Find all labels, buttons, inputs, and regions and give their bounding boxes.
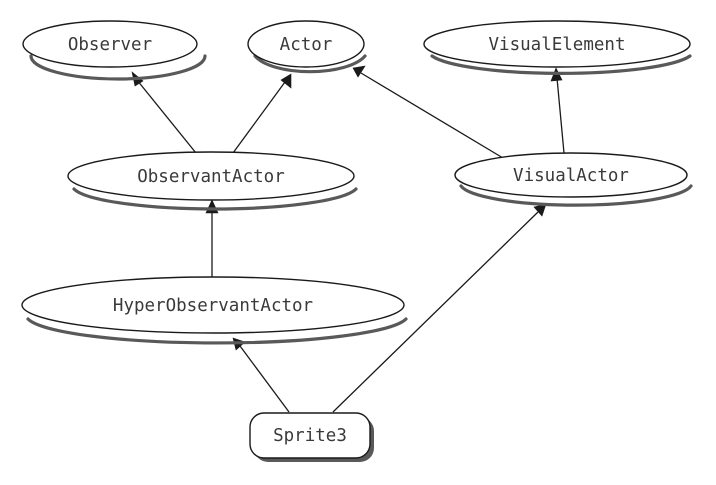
observantactor-shadow: [72, 187, 358, 211]
node-actor[interactable]: Actor: [247, 20, 367, 74]
edge-visualactor-to-actor: [352, 65, 504, 159]
node-visualactor[interactable]: VisualActor: [454, 152, 693, 207]
node-visualelement[interactable]: VisualElement: [423, 20, 692, 75]
actor-label: Actor: [280, 35, 333, 55]
edge-sprite3-to-hyperobservantactor: [232, 337, 290, 413]
actor-shadow: [253, 54, 367, 74]
edge-visualactor-to-visualelement: [550, 67, 565, 154]
visualelement-shadow: [430, 54, 692, 75]
actor-ellipse[interactable]: [247, 20, 365, 68]
hyperobservantactor-shadow: [26, 317, 408, 345]
visualactor-ellipse[interactable]: [454, 152, 688, 198]
observer-ellipse[interactable]: [22, 20, 198, 68]
visualactor-label: VisualActor: [513, 166, 629, 186]
edge-observantactor-to-observer: [131, 71, 197, 154]
sprite3-label: Sprite3: [273, 426, 347, 446]
edge-observantactor-to-actor: [232, 73, 292, 154]
sprite3-box[interactable]: [249, 412, 371, 459]
node-sprite3[interactable]: Sprite3: [249, 412, 374, 462]
observer-shadow: [29, 54, 207, 81]
hyperobservantactor-label: HyperObservantActor: [113, 296, 313, 316]
visualelement-label: VisualElement: [489, 35, 626, 55]
visualelement-ellipse[interactable]: [423, 20, 691, 68]
node-observer[interactable]: Observer: [22, 20, 207, 81]
observer-label: Observer: [68, 35, 152, 55]
node-hyperobservantactor[interactable]: HyperObservantActor: [21, 276, 408, 345]
node-observantactor[interactable]: ObservantActor: [67, 151, 358, 211]
node-layer: Observer Actor VisualElement ObservantAc…: [21, 20, 693, 462]
observantactor-ellipse[interactable]: [67, 151, 355, 201]
observantactor-label: ObservantActor: [137, 167, 285, 187]
edge-layer: [131, 65, 565, 413]
hyperobservantactor-ellipse[interactable]: [21, 276, 405, 334]
visualactor-shadow: [459, 184, 693, 207]
edge-hyperobservantactor-to-observantactor: [205, 199, 219, 277]
